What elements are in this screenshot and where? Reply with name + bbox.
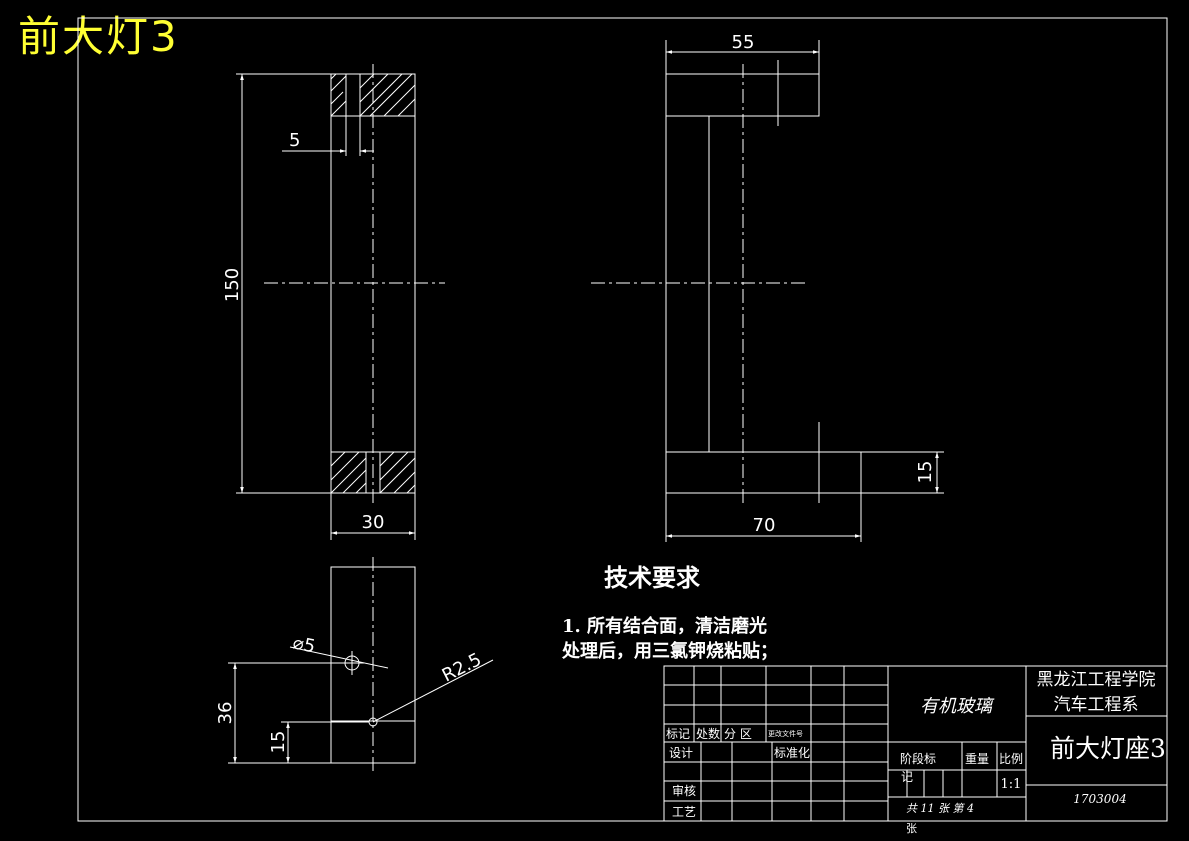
tech-req-heading: 技术要求 (604, 563, 700, 592)
tb-label-change-doc: 更改文件号 (768, 729, 803, 738)
hatch-bottom (330, 451, 416, 494)
tb-label-stage: 阶段标 (900, 751, 936, 766)
dim-70: 70 (753, 515, 776, 536)
dim-radius: R2.5 (439, 649, 485, 686)
tb-label-standard: 标准化 (774, 746, 810, 760)
tb-department: 汽车工程系 (1054, 695, 1139, 715)
tb-label-review: 审核 (672, 783, 696, 798)
drawing-title: 前大灯3 (18, 12, 179, 61)
tb-school: 黑龙江工程学院 (1037, 670, 1156, 690)
tb-sheet-info: 共 11 张 第 4 (906, 802, 974, 815)
tb-label-weight: 重量 (965, 752, 989, 766)
title-block: 有机玻璃 黑龙江工程学院 汽车工程系 前大灯座3 1703004 1:1 标记 … (663, 665, 1168, 835)
tb-label-stage-2: 记 (901, 770, 913, 784)
tb-label-marker: 标记 (666, 727, 690, 741)
bottom-view: ⌀5 R2.5 36 15 (215, 557, 494, 775)
hatch-top (330, 73, 416, 117)
tb-label-count: 处数 (696, 726, 720, 741)
dim-150: 150 (222, 268, 243, 302)
dim-5: 5 (289, 130, 300, 151)
tb-scale: 1:1 (1001, 777, 1022, 792)
tb-label-design: 设计 (669, 746, 693, 760)
tech-req-line-2: 处理后，用三氯钾烧粘贴； (561, 640, 778, 662)
tb-label-zone: 分 区 (724, 727, 752, 741)
dim-15-side: 15 (915, 461, 936, 484)
dim-15-bottom: 15 (268, 731, 289, 754)
tb-part-name: 前大灯座3 (1050, 734, 1166, 763)
tb-label-ratio: 比例 (999, 752, 1023, 766)
tech-req-line-1: 1. 所有结合面，清洁磨光 (562, 615, 767, 637)
tb-drawing-no: 1703004 (1073, 792, 1126, 806)
dim-55: 55 (732, 32, 755, 53)
tb-sheet-unit: 张 (906, 822, 917, 835)
dim-hole-diameter: ⌀5 (291, 632, 317, 657)
side-view: 55 70 15 (591, 32, 944, 542)
front-view: 150 5 30 (222, 64, 445, 540)
tb-material: 有机玻璃 (920, 696, 995, 717)
sheet-frame (77, 17, 1168, 822)
tb-label-process: 工艺 (672, 805, 696, 819)
dim-30: 30 (362, 512, 385, 533)
dim-36: 36 (215, 702, 236, 725)
